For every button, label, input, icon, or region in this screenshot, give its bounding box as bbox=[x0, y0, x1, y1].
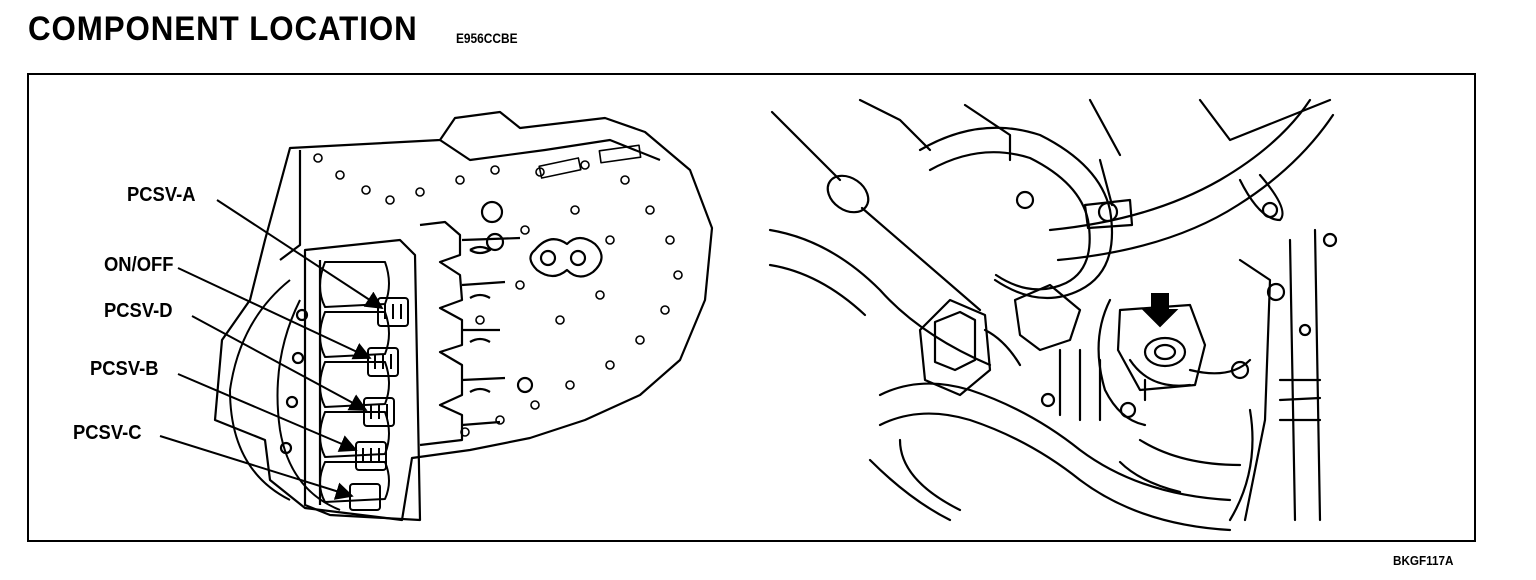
engine-bay-illustration bbox=[768, 98, 1338, 532]
label-pcsv-d: PCSV-D bbox=[104, 300, 173, 322]
label-pcsv-c: PCSV-C bbox=[73, 422, 142, 444]
label-on-off: ON/OFF bbox=[104, 254, 174, 276]
valve-body-illustration bbox=[213, 110, 714, 522]
page-title: COMPONENT LOCATION bbox=[28, 10, 418, 48]
illustration-frame bbox=[27, 73, 1476, 542]
document-code: E956CCBE bbox=[456, 30, 518, 46]
location-arrow-icon bbox=[1141, 293, 1179, 328]
label-pcsv-b: PCSV-B bbox=[90, 358, 159, 380]
label-pcsv-a: PCSV-A bbox=[127, 184, 196, 206]
figure-id: BKGF117A bbox=[1393, 553, 1454, 568]
leader-arrows bbox=[159, 199, 384, 500]
